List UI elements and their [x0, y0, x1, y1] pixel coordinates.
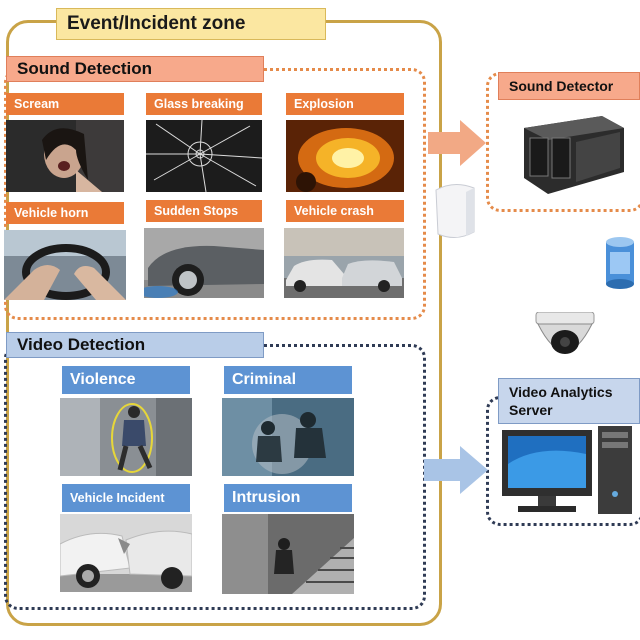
sound-detector-device-icon	[516, 108, 630, 200]
intrusion-image	[222, 514, 354, 594]
video-detection-title: Video Detection	[6, 332, 264, 358]
sound-label-scream: Scream	[6, 93, 124, 115]
sound-label-explosion: Explosion	[286, 93, 404, 115]
video-label-intrusion: Intrusion	[224, 484, 352, 512]
vehicle-horn-image	[4, 230, 126, 300]
sound-detector-title: Sound Detector	[498, 72, 640, 100]
video-label-vehicle-incident: Vehicle Incident	[62, 484, 190, 512]
vehicle-incident-image	[60, 514, 192, 592]
video-server-title: Video Analytics Server	[498, 378, 640, 424]
sudden-stops-image	[144, 228, 264, 298]
sound-label-vehicle-crash: Vehicle crash	[286, 200, 404, 222]
vehicle-crash-image	[284, 228, 404, 298]
criminal-image	[222, 398, 354, 476]
violence-image	[60, 398, 192, 476]
sound-detection-title: Sound Detection	[6, 56, 264, 82]
explosion-image	[286, 120, 404, 192]
scream-image	[6, 120, 124, 192]
database-icon	[604, 236, 636, 290]
event-zone-title: Event/Incident zone	[56, 8, 326, 40]
sound-label-vehicle-horn: Vehicle horn	[6, 202, 124, 224]
sound-flow-arrow	[428, 118, 488, 168]
video-label-violence: Violence	[62, 366, 190, 394]
dome-camera-icon	[530, 311, 600, 374]
sound-label-glass-breaking: Glass breaking	[146, 93, 262, 115]
microphone-sensor-icon	[430, 180, 478, 242]
video-label-criminal: Criminal	[224, 366, 352, 394]
video-flow-arrow	[424, 444, 490, 496]
computer-server-icon	[498, 424, 636, 520]
sound-label-sudden-stops: Sudden Stops	[146, 200, 262, 222]
glass-breaking-image	[146, 120, 262, 192]
